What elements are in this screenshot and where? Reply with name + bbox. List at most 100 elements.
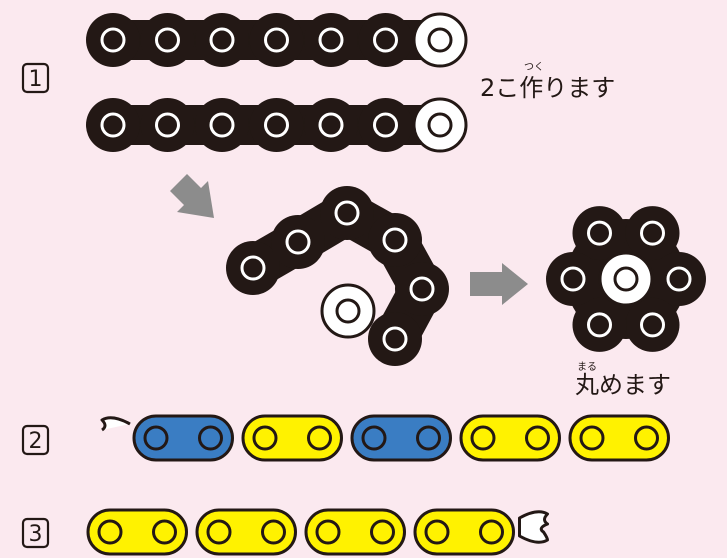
pin-hole (334, 200, 360, 226)
clip-end-icon (518, 510, 549, 544)
pin-hole (206, 519, 232, 545)
pin-hole (587, 220, 612, 246)
pin-hole (100, 27, 126, 53)
step-3-number: 3 (29, 522, 43, 547)
yellow-link (195, 508, 297, 556)
black-link (652, 252, 706, 306)
caption-make-two-kanji: 作 (519, 74, 543, 102)
black-link (249, 98, 304, 152)
pin-hole (427, 27, 453, 53)
black-link (395, 262, 449, 316)
pin-hole (373, 112, 398, 138)
blue-link (350, 414, 452, 462)
white-end-link (320, 283, 376, 339)
pin-hole (634, 425, 659, 451)
step-1-number: 1 (29, 67, 43, 92)
pin-hole (335, 298, 361, 324)
black-link (304, 13, 358, 67)
black-link (86, 98, 140, 152)
pin-hole (100, 112, 126, 138)
pin-hole (198, 425, 223, 451)
pin-hole (209, 27, 235, 53)
yellow-link (241, 414, 343, 462)
pin-hole (382, 227, 408, 253)
pin-hole (666, 266, 692, 292)
pin-hole (640, 312, 665, 338)
pin-hole (264, 112, 289, 138)
pin-hole (525, 425, 550, 451)
black-link (368, 213, 422, 267)
arrow-down-right-icon (170, 174, 214, 218)
step-3-marker: 3 (21, 517, 50, 549)
pin-hole (264, 27, 289, 53)
pin-hole (155, 27, 180, 53)
caption-make-round-ruby: まる (577, 361, 597, 373)
yellow-link (304, 508, 406, 556)
caption-make-two-prefix: 2こ (480, 74, 519, 102)
pin-hole (424, 519, 450, 545)
caption-make-two-suffix: ります (543, 74, 615, 102)
pin-hole (143, 425, 169, 451)
black-link (195, 98, 249, 152)
pin-hole (560, 266, 586, 292)
pin-hole (152, 519, 177, 545)
black-link (304, 98, 358, 152)
chain-curved (226, 186, 449, 366)
black-link (86, 13, 140, 67)
svg-text:丸めます: 丸めます (575, 371, 671, 399)
yellow-link (568, 414, 670, 462)
pin-hole (640, 220, 665, 246)
black-link (320, 186, 374, 240)
caption-make-two: つく 2こ作ります (480, 62, 615, 102)
chain-bottom (86, 97, 468, 153)
black-link (358, 98, 413, 152)
black-link (249, 13, 304, 67)
pin-hole (307, 425, 332, 451)
chain-step-3 (86, 508, 549, 556)
pin-hole (361, 425, 387, 451)
black-link (572, 206, 627, 261)
black-link (368, 312, 422, 366)
step-2-marker: 2 (21, 424, 50, 456)
pin-hole (97, 519, 123, 545)
pin-hole (209, 112, 235, 138)
svg-text:2こ作ります: 2こ作ります (480, 74, 615, 102)
caption-make-two-ruby: つく (524, 62, 544, 73)
step-2-number: 2 (29, 429, 43, 454)
black-link (572, 297, 627, 352)
black-link (546, 252, 600, 306)
pin-hole (409, 276, 435, 302)
pin-hole (252, 425, 278, 451)
white-center-link (598, 251, 654, 307)
clip-end-icon (100, 416, 131, 432)
black-link (226, 241, 280, 295)
yellow-link (459, 414, 561, 462)
pin-hole (579, 425, 605, 451)
pin-hole (479, 519, 504, 545)
black-link (358, 13, 413, 67)
black-link (625, 297, 680, 352)
pin-hole (370, 519, 395, 545)
blue-link (132, 414, 234, 462)
black-link (140, 13, 195, 67)
pin-hole (373, 27, 398, 53)
pin-hole (315, 519, 341, 545)
pin-hole (587, 312, 612, 338)
black-link (625, 206, 680, 261)
white-end-link (412, 97, 468, 153)
step-1-marker: 1 (21, 62, 50, 94)
pin-hole (382, 326, 408, 352)
yellow-link (413, 508, 515, 556)
chain-step-2 (100, 414, 670, 462)
yellow-link (86, 508, 188, 556)
caption-make-round-suffix: めます (599, 371, 671, 399)
caption-make-round-kanji: 丸 (575, 371, 599, 399)
pin-hole (470, 425, 496, 451)
pin-hole (427, 112, 453, 138)
white-end-link (412, 12, 468, 68)
black-link (140, 98, 195, 152)
black-link (195, 13, 249, 67)
chain-top (86, 12, 468, 68)
pin-hole (285, 229, 311, 255)
